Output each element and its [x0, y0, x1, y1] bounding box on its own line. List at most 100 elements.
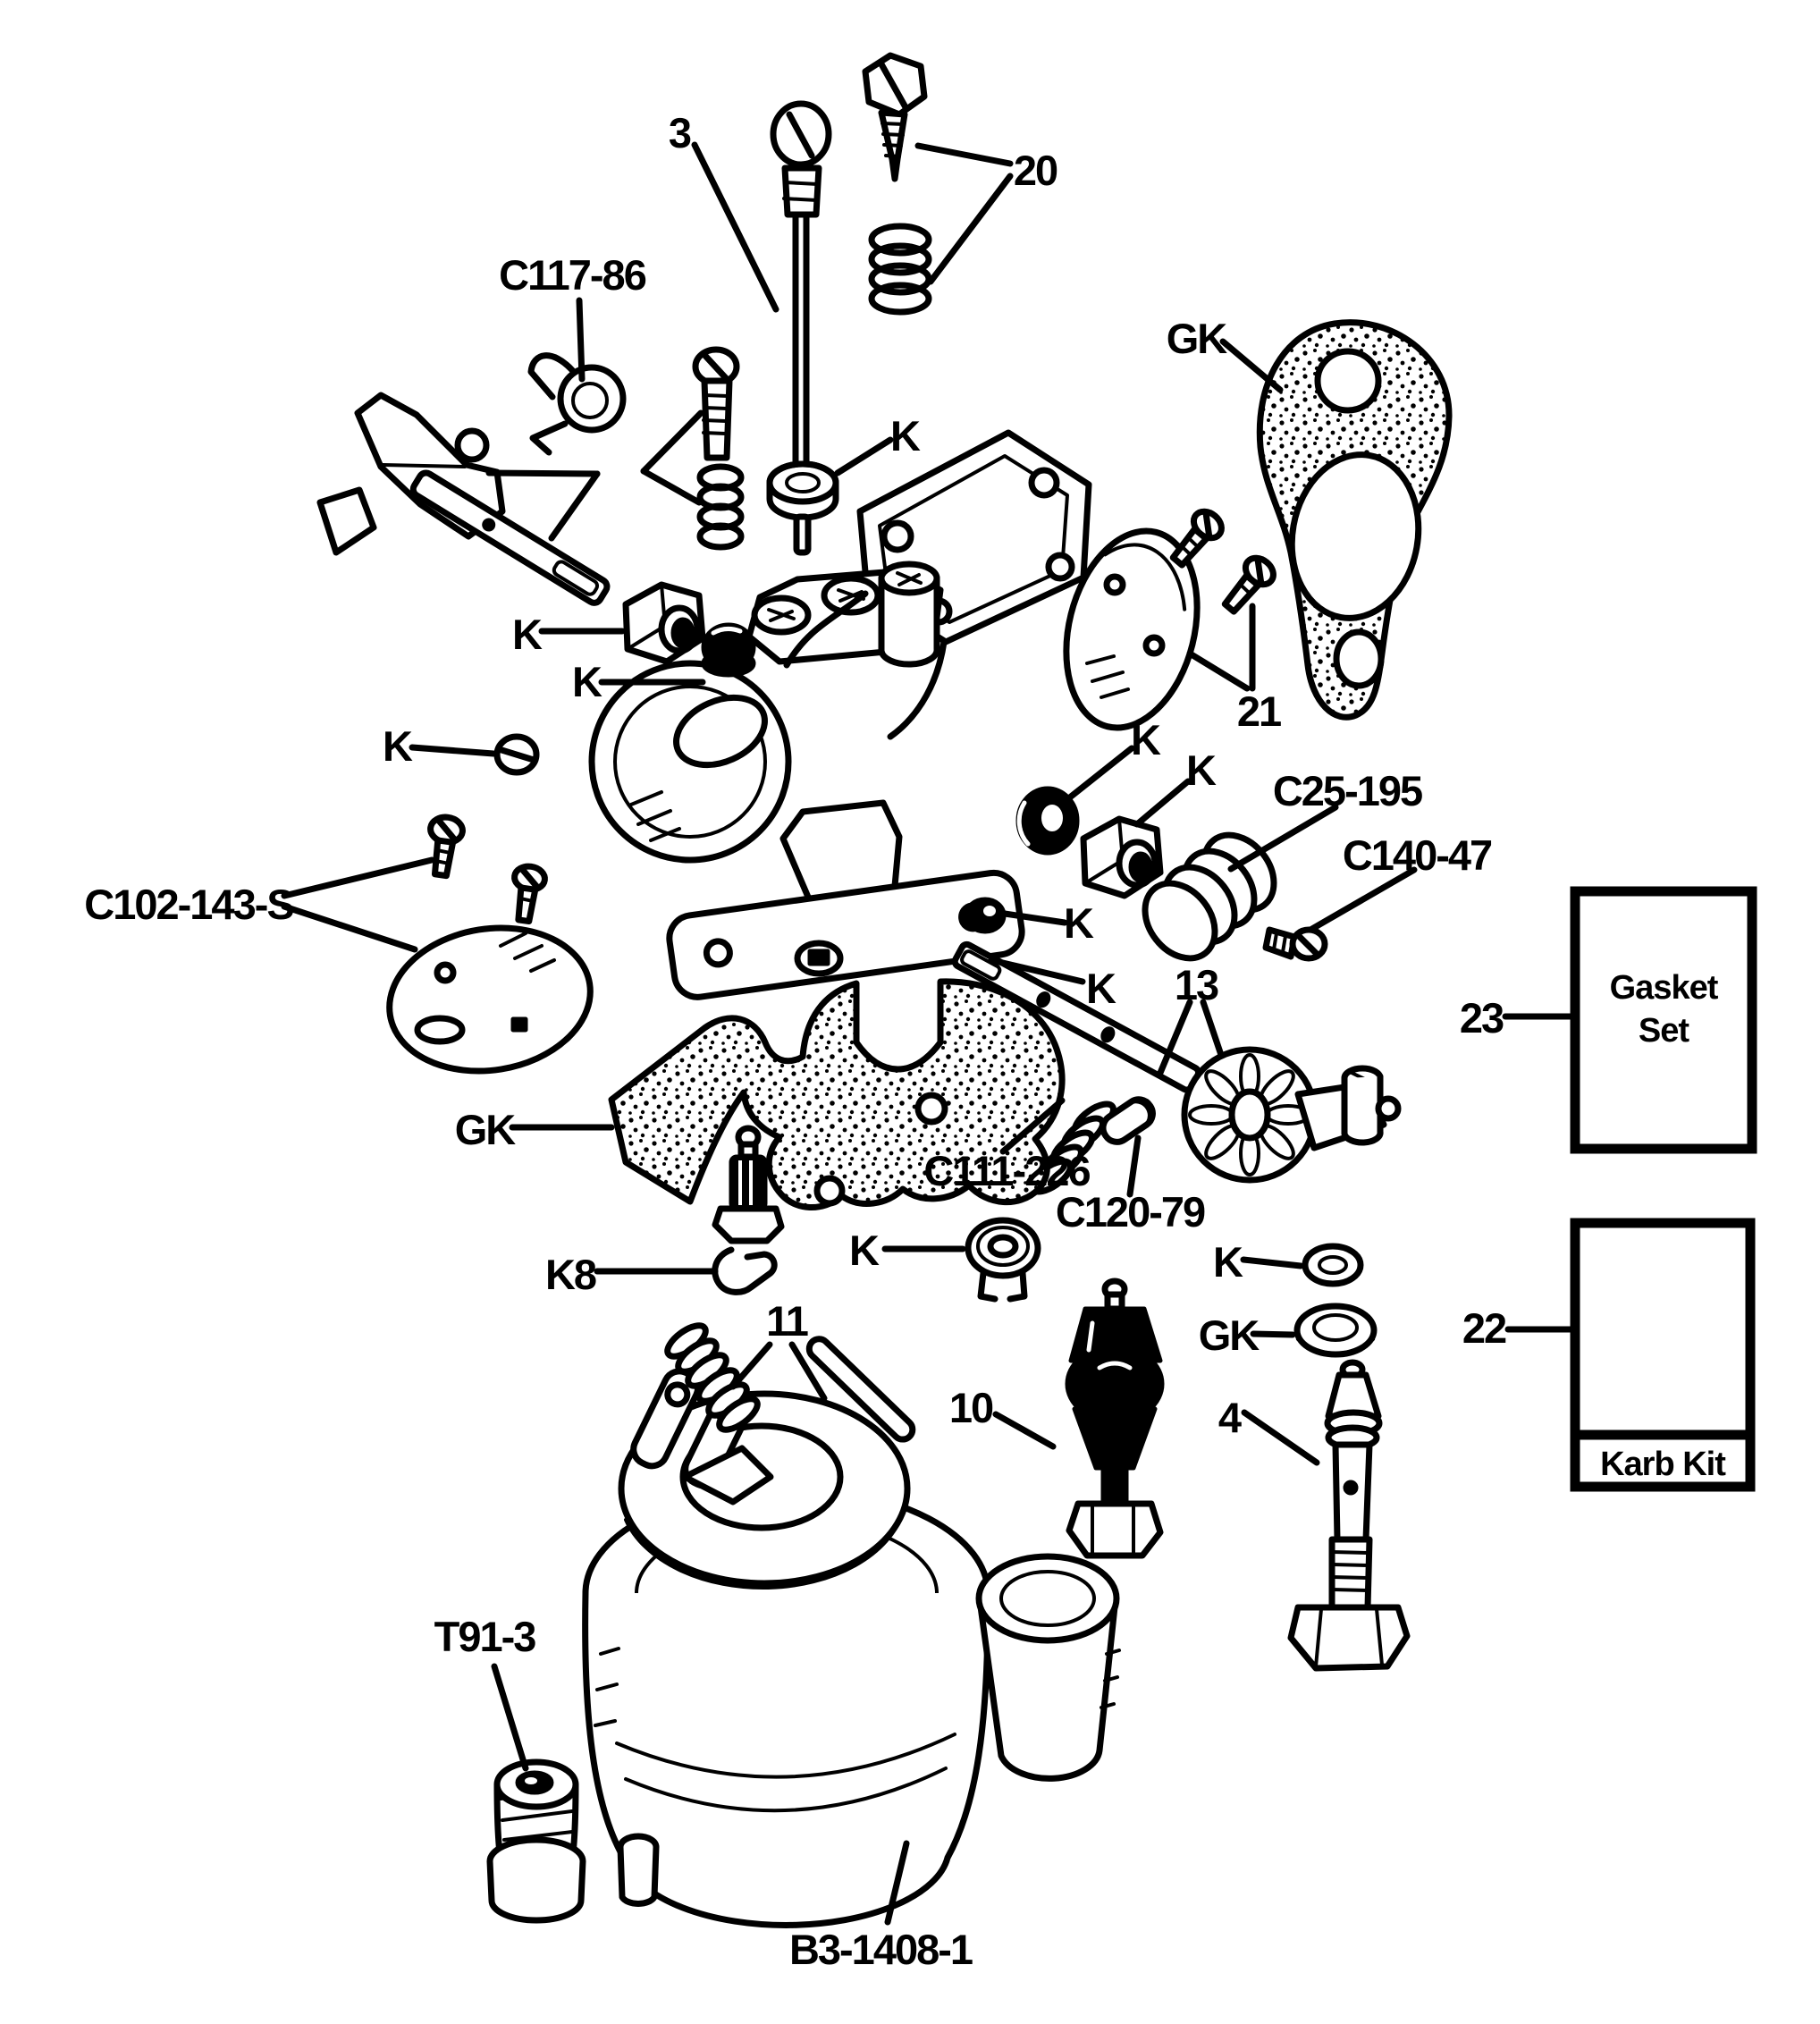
leader-line-K: [409, 744, 497, 757]
part-label-C111-226: C111-226: [923, 1147, 1090, 1194]
part-flange-gasket-gk: [1256, 319, 1453, 721]
gasket-set-box-label: Set: [1639, 1012, 1689, 1050]
part-label-GK: GK: [1199, 1311, 1260, 1359]
part-label-K: K: [572, 658, 602, 705]
leader-line-T91-3: [491, 1663, 529, 1772]
part-throttle-shaft-13: [951, 940, 1402, 1184]
part-torsion-spring-c117-86: [527, 352, 627, 456]
part-label-K: K: [1186, 746, 1217, 794]
leader-line-21: [1186, 650, 1251, 692]
gasket-set-box: [1570, 886, 1757, 1154]
part-fuel-valve-4: [1287, 1359, 1411, 1672]
part-label-K8: K8: [545, 1251, 596, 1298]
leader-line-K: [834, 436, 894, 476]
leader-line-C120-79: [1126, 1134, 1142, 1198]
part-label-K: K: [890, 412, 921, 460]
leader-line-C102-143-S: [281, 856, 435, 899]
part-label-13: 13: [1175, 961, 1218, 1008]
leader-line-13: [1200, 999, 1225, 1058]
part-bushing-k-left: [622, 581, 706, 665]
part-label-C140-47: C140-47: [1343, 831, 1492, 879]
part-label-K: K: [1213, 1238, 1243, 1286]
assembly-connector-line: [640, 468, 703, 506]
leader-line-K: [1001, 910, 1068, 926]
leader-line-GK: [1250, 1330, 1296, 1338]
part-label-11: 11: [766, 1297, 808, 1345]
part-inlet-valve-10: [1065, 1278, 1165, 1559]
part-cover-plate-21: [1063, 527, 1201, 731]
leader-line-C102-143-S: [281, 903, 418, 953]
part-label-4: 4: [1218, 1394, 1242, 1441]
leader-line-C25-195: [1227, 804, 1339, 873]
part-needle-spring-20: [868, 223, 932, 316]
part-label-GK: GK: [455, 1106, 517, 1153]
leader-line-K: [1067, 745, 1135, 800]
part-o-ring-k: [1302, 1243, 1364, 1287]
part-label-K: K: [1131, 716, 1161, 763]
part-label-C120-79: C120-79: [1056, 1188, 1205, 1235]
part-needle-screw-20: [862, 52, 928, 182]
leader-line-C140-47: [1307, 866, 1418, 933]
part-label-K: K: [512, 611, 543, 658]
part-label-10: 10: [949, 1384, 993, 1431]
leader-line-C117-86: [576, 297, 586, 383]
leader-line-3: [691, 141, 779, 313]
assembly-connector-line: [548, 470, 601, 542]
part-cover-plate-c102: [386, 924, 594, 1075]
leader-line-20: [914, 142, 1014, 167]
assembly-connector-line: [485, 469, 601, 477]
part-bowl-foot: [617, 1833, 660, 1907]
part-label-C25-195: C25-195: [1273, 767, 1422, 814]
part-plug-k-left: [493, 733, 540, 776]
part-washer-gk: [1293, 1303, 1378, 1358]
part-cover-screws-21: [1169, 508, 1277, 615]
part-label-20: 20: [1014, 147, 1057, 194]
part-body-screw-spring: [696, 463, 745, 551]
assembly-connector-line: [640, 409, 704, 475]
leader-line-20: [927, 173, 1014, 285]
part-label-GK: GK: [1167, 315, 1228, 362]
part-label-K: K: [383, 722, 413, 770]
part-label-3: 3: [669, 109, 691, 156]
part-label-K: K: [1064, 899, 1094, 947]
part-choke-rod-3: [766, 100, 839, 556]
part-fan-disc: [1181, 1046, 1319, 1184]
part-float-spring-11: [664, 1322, 761, 1433]
part-float-needle: [712, 1125, 785, 1244]
karb-kit-box-label: Karb Kit: [1600, 1446, 1726, 1483]
leader-line-K: [1133, 778, 1192, 828]
leader-line-11: [729, 1341, 773, 1390]
part-label-21: 21: [1237, 687, 1281, 735]
part-label-C102-143-S: C102-143-S: [84, 881, 293, 928]
karb-kit-box: [1570, 1218, 1756, 1492]
part-label-C117-86: C117-86: [499, 251, 646, 299]
leader-line-B3-1408-1: [884, 1840, 910, 1926]
part-pin-c120-79: [1100, 1096, 1156, 1145]
part-label-T91-3: T91-3: [434, 1613, 536, 1660]
part-bushing-k-right-dark: [1015, 786, 1080, 856]
part-label-22: 22: [1462, 1304, 1506, 1352]
part-bowl-gasket-gk: [608, 978, 1066, 1210]
leader-line-GK: [1219, 338, 1284, 393]
part-label-B3-1408-1: B3-1408-1: [789, 1926, 973, 1973]
part-bowl-plug-k: [965, 1217, 1041, 1303]
part-bowl-cover-ring: [618, 1368, 911, 1590]
leader-line-C111-226: [999, 1097, 1066, 1155]
part-body-screw: [692, 346, 740, 461]
leader-line-10: [992, 1411, 1057, 1450]
part-throttle-lever-shaft: [316, 392, 611, 606]
part-bushing-t91-3: [486, 1758, 586, 1924]
gasket-set-box-label: Gasket: [1610, 969, 1719, 1007]
part-seal-k-left: [701, 622, 756, 678]
leader-line-11: [788, 1341, 828, 1402]
leader-line-13: [1157, 999, 1193, 1076]
part-cover-screws-c102: [427, 814, 548, 925]
part-label-K: K: [849, 1227, 880, 1274]
part-screw-c140-47: [1262, 926, 1328, 962]
body-grommet-k: [964, 897, 1007, 934]
part-bushing-k-right-hex: [1080, 815, 1164, 899]
part-label-K: K: [1086, 965, 1116, 1012]
